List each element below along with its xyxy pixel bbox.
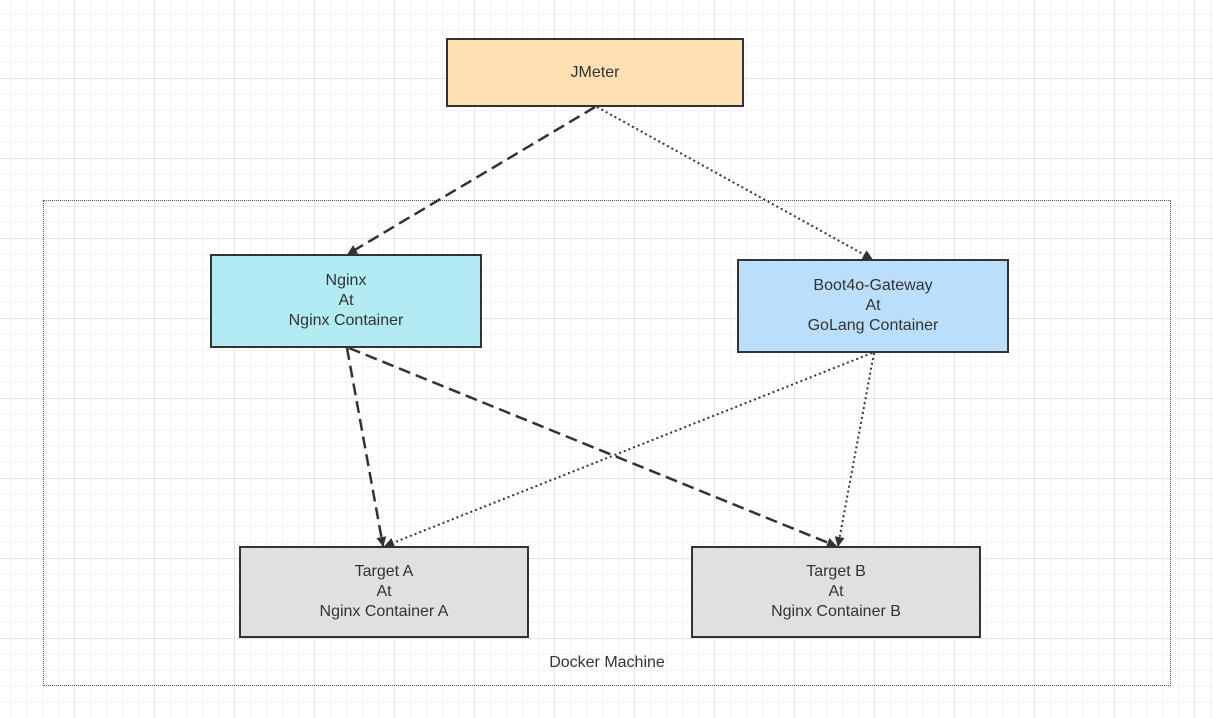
nginx-node[interactable]: Nginx At Nginx Container: [210, 254, 482, 348]
jmeter-node[interactable]: JMeter: [446, 38, 744, 107]
target-b-node[interactable]: Target B At Nginx Container B: [691, 546, 981, 638]
gateway-node-at: At: [865, 297, 881, 314]
nginx-node-at: At: [338, 292, 354, 309]
target-a-node[interactable]: Target A At Nginx Container A: [239, 546, 529, 638]
target-a-node-container: Nginx Container A: [319, 603, 449, 620]
docker-machine-label: Docker Machine: [549, 654, 665, 671]
nginx-node-container: Nginx Container: [288, 312, 404, 329]
nginx-node-title: Nginx: [325, 272, 367, 289]
jmeter-node-label: JMeter: [570, 63, 620, 81]
gateway-node-title: Boot4o-Gateway: [813, 277, 933, 294]
gateway-node[interactable]: Boot4o-Gateway At GoLang Container: [737, 259, 1009, 353]
target-b-node-container: Nginx Container B: [771, 603, 901, 620]
gateway-node-container: GoLang Container: [807, 317, 939, 334]
target-a-node-at: At: [376, 583, 392, 600]
target-a-node-title: Target A: [354, 563, 414, 580]
target-b-node-title: Target B: [806, 563, 866, 580]
target-b-node-at: At: [828, 583, 844, 600]
